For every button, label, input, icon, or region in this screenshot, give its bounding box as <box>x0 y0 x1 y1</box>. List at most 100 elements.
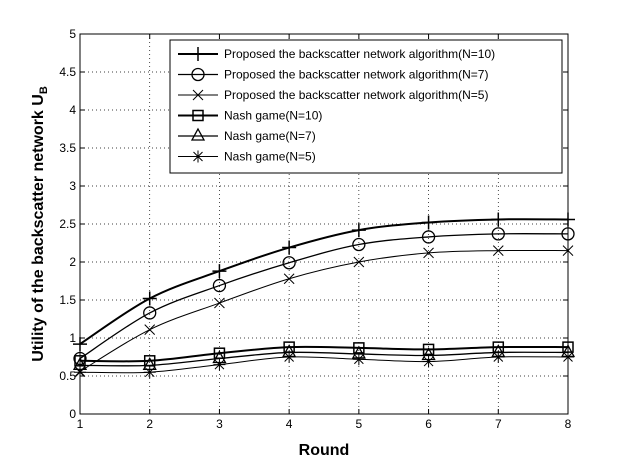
y-axis-label-subscript: B <box>38 86 50 94</box>
x-marker-shape <box>353 256 365 268</box>
asterisk-marker-shape <box>213 358 226 371</box>
asterisk-marker-shape <box>192 150 204 163</box>
x-tick-label: 6 <box>425 417 432 431</box>
data-point <box>352 353 365 366</box>
data-point <box>142 291 157 306</box>
y-tick-label: 0 <box>69 407 76 421</box>
data-point <box>282 256 296 270</box>
data-point <box>492 351 505 363</box>
legend-item: Proposed the backscatter network algorit… <box>178 47 495 61</box>
y-tick-label: 4 <box>69 103 76 117</box>
data-point <box>353 256 365 268</box>
legend-label: Proposed the backscatter network algorit… <box>224 68 488 82</box>
data-point <box>422 355 435 368</box>
asterisk-marker-shape <box>143 366 156 379</box>
x-marker-shape <box>283 273 295 285</box>
data-point <box>143 306 157 320</box>
asterisk-marker-shape <box>422 355 435 368</box>
y-axis-label-main: Utility of the backscatter network U <box>30 94 47 362</box>
x-tick-label: 7 <box>495 417 502 431</box>
legend-label: Proposed the backscatter network algorit… <box>224 88 488 102</box>
circle-marker-shape <box>421 230 436 244</box>
asterisk-marker-shape <box>352 353 365 366</box>
y-tick-label: 1.5 <box>59 293 76 307</box>
x-marker-shape <box>492 245 504 256</box>
legend-marker <box>191 47 205 61</box>
legend-item: Nash game(N=7) <box>178 127 316 143</box>
y-tick-label: 1 <box>69 331 76 345</box>
series-layer <box>72 212 576 379</box>
circle-marker-shape <box>491 227 505 241</box>
y-axis-label: Utility of the backscatter network UB <box>30 86 50 362</box>
x-marker-shape <box>214 297 225 309</box>
data-point <box>214 297 225 309</box>
series-line <box>79 345 569 363</box>
data-point <box>144 324 156 335</box>
legend-marker <box>192 89 204 101</box>
legend-item: Proposed the backscatter network algorit… <box>178 68 488 82</box>
data-point <box>491 227 505 241</box>
series-line <box>79 233 569 360</box>
legend-item: Nash game(N=10) <box>178 109 322 123</box>
y-tick-label: 2.5 <box>59 217 76 231</box>
series-line <box>79 351 569 367</box>
legend-item: Proposed the backscatter network algorit… <box>178 88 488 102</box>
data-point <box>283 273 295 285</box>
data-point <box>143 366 156 379</box>
square-marker-shape <box>422 343 435 356</box>
x-axis-label: Round <box>299 442 350 459</box>
legend-item: Nash game(N=5) <box>178 150 316 164</box>
data-point <box>212 264 227 279</box>
legend-label: Nash game(N=7) <box>224 129 316 143</box>
square-marker-shape <box>353 342 365 354</box>
y-tick-label: 5 <box>69 27 76 41</box>
x-tick-label: 3 <box>216 417 223 431</box>
data-point <box>492 245 504 256</box>
plus-marker-shape <box>282 240 297 255</box>
y-tick-label: 4.5 <box>59 65 76 79</box>
data-point <box>353 342 365 354</box>
circle-marker-shape <box>352 237 366 252</box>
y-tick-label: 0.5 <box>59 369 76 383</box>
plus-marker-shape <box>421 215 436 230</box>
circle-marker-shape <box>212 278 227 293</box>
data-point <box>283 351 296 363</box>
y-tick-label: 3.5 <box>59 141 76 155</box>
plus-marker-shape <box>491 212 506 227</box>
x-marker-shape <box>192 89 204 101</box>
asterisk-marker-shape <box>283 351 296 363</box>
plus-marker-shape <box>191 47 205 61</box>
circle-marker-shape <box>191 67 205 82</box>
data-point <box>491 212 506 227</box>
x-tick-label: 5 <box>356 417 363 431</box>
series-4 <box>74 341 574 367</box>
x-marker-shape <box>423 247 434 259</box>
data-point <box>212 278 227 293</box>
plus-marker-shape <box>351 223 366 238</box>
series-line <box>79 356 569 374</box>
data-point <box>352 237 366 252</box>
data-point <box>421 230 436 244</box>
x-tick-label: 8 <box>565 417 572 431</box>
asterisk-marker-shape <box>492 351 505 363</box>
circle-marker-shape <box>143 306 157 320</box>
legend-marker <box>192 150 204 163</box>
data-point <box>421 215 436 230</box>
legend-label: Proposed the backscatter network algorit… <box>224 47 495 61</box>
legend-marker <box>190 127 206 141</box>
plus-marker-shape <box>142 291 157 306</box>
circle-marker-shape <box>282 256 296 270</box>
data-point <box>422 343 435 356</box>
legend-label: Nash game(N=5) <box>224 150 316 164</box>
legend-box <box>169 39 563 174</box>
x-tick-label: 1 <box>77 417 84 431</box>
data-point <box>213 358 226 371</box>
legend-marker <box>191 67 205 82</box>
triangle-marker-shape <box>190 127 206 141</box>
y-tick-label: 3 <box>69 179 76 193</box>
data-point <box>351 223 366 238</box>
series-3 <box>74 245 574 377</box>
x-tick-label: 4 <box>286 417 293 431</box>
